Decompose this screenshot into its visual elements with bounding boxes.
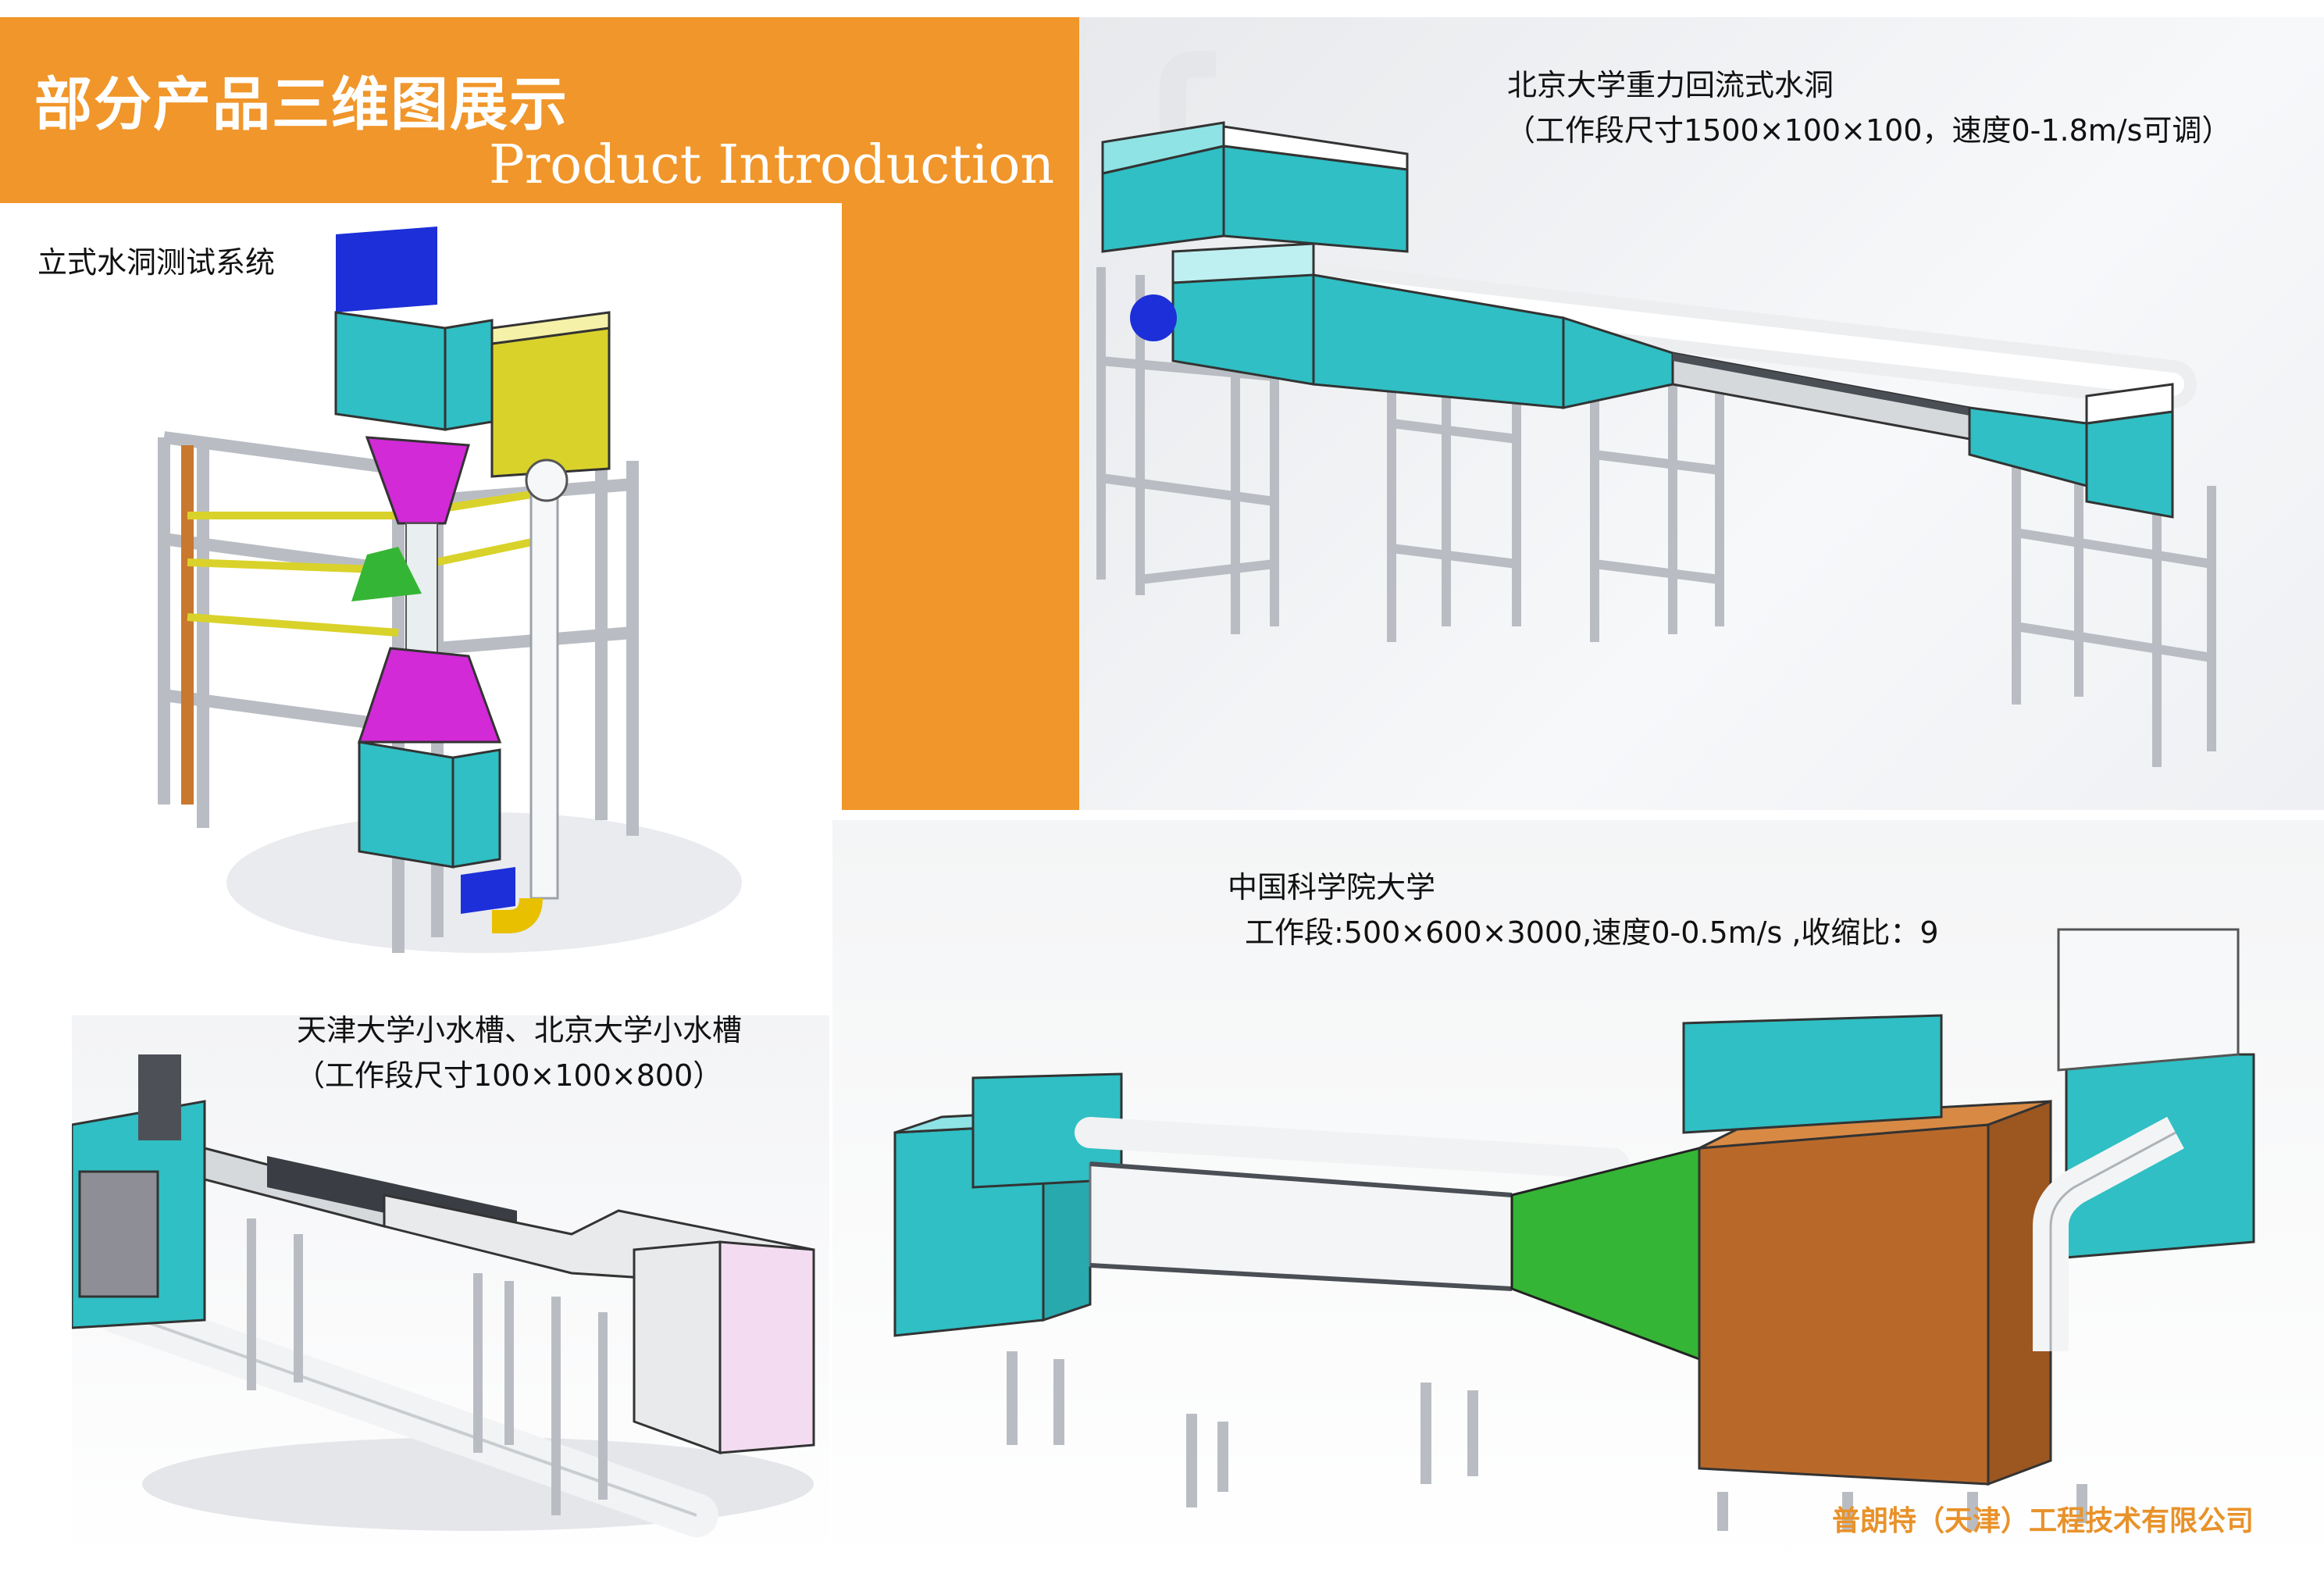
render-vertical-water-tunnel <box>141 211 828 976</box>
header-banner <box>0 17 1079 203</box>
render-pku-gravity-tunnel <box>1079 17 2324 810</box>
page-title-en: Product Introduction <box>489 134 1055 196</box>
header-banner-side <box>842 203 1079 810</box>
caption-small-flume-title: 天津大学小水槽、北京大学小水槽 <box>297 1013 743 1047</box>
render-ucas-water-tunnel <box>832 820 2324 1577</box>
caption-pku-gravity-tunnel-title: 北京大学重力回流式水洞 <box>1507 68 1834 102</box>
caption-ucas-tunnel-spec: 工作段:500×600×3000,速度0-0.5m/s ,收缩比：9 <box>1245 915 1939 950</box>
render-small-flume <box>72 1015 829 1562</box>
page-title-cn: 部分产品三维图展示 <box>34 71 569 138</box>
company-name: 普朗特（天津）工程技术有限公司 <box>1832 1505 2254 1537</box>
caption-vertical-water-tunnel: 立式水洞测试系统 <box>37 245 276 280</box>
caption-ucas-tunnel-title: 中国科学院大学 <box>1228 870 1436 904</box>
caption-small-flume-spec: （工作段尺寸100×100×800） <box>295 1058 723 1093</box>
caption-pku-gravity-tunnel-spec: （工作段尺寸1500×100×100，速度0-1.8m/s可调） <box>1506 113 2232 148</box>
